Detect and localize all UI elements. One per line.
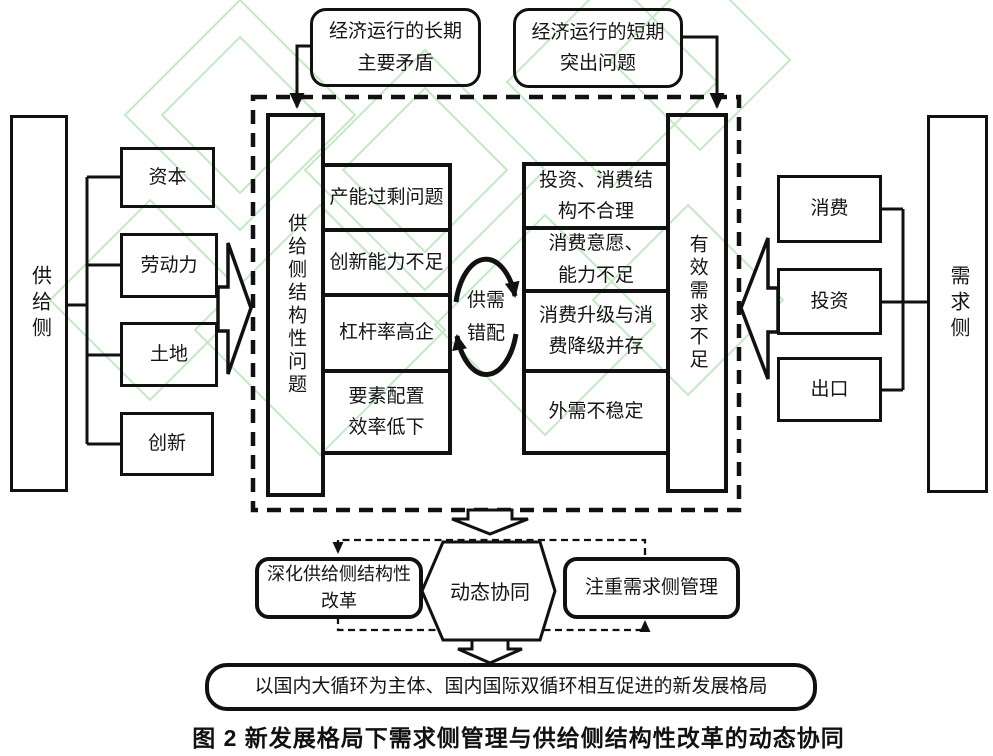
supply-problem-innovation: 创新能力不足 bbox=[321, 228, 452, 297]
supply-problems-column-label: 供给侧结构性问题 bbox=[285, 213, 307, 397]
supply-problems-column: 供给侧结构性问题 bbox=[266, 113, 325, 497]
mismatch-label: 供需 错配 bbox=[466, 290, 505, 345]
factor-box-labor: 劳动力 bbox=[120, 233, 218, 298]
mismatch-cycle-arrows bbox=[452, 256, 520, 377]
short-term-arrow bbox=[682, 35, 725, 109]
new-pattern-banner: 以国内大循环为主体、国内国际双循环相互促进的新发展格局 bbox=[205, 663, 817, 711]
hexagon-shape bbox=[420, 540, 557, 642]
supply-block-arrow bbox=[216, 242, 253, 375]
watermark-pattern bbox=[48, 0, 792, 457]
down-arrow-lower bbox=[457, 638, 523, 665]
component-box-export: 出口 bbox=[777, 357, 882, 422]
long-term-arrow bbox=[289, 44, 311, 109]
demand-problem-willingness: 消费意愿、 能力不足 bbox=[522, 226, 670, 293]
supply-problem-leverage: 杠杆率高企 bbox=[321, 293, 452, 373]
demand-problem-upgrade-downgrade: 消费升级与消 费降级并存 bbox=[522, 289, 670, 373]
demand-side-box: 需求侧 bbox=[927, 115, 988, 493]
figure-caption: 图 2 新发展格局下需求侧管理与供给侧结构性改革的动态协同 bbox=[192, 725, 845, 751]
demand-problem-structure: 投资、消费结 构不合理 bbox=[522, 162, 670, 230]
hexagon-label: 动态协同 bbox=[450, 582, 530, 604]
component-box-investment: 投资 bbox=[777, 268, 882, 335]
dashed-boundary bbox=[250, 94, 742, 513]
demand-problem-external: 外需不稳定 bbox=[522, 369, 670, 455]
down-arrow-upper bbox=[451, 508, 529, 536]
supply-bracket bbox=[68, 175, 120, 446]
demand-block-arrow bbox=[739, 237, 780, 380]
long-term-box: 经济运行的长期 主要矛盾 bbox=[310, 8, 481, 87]
supply-problem-allocation: 要素配置 效率低下 bbox=[321, 369, 452, 455]
demand-shortage-column: 有效需求不足 bbox=[666, 113, 728, 493]
component-box-consumption: 消费 bbox=[777, 175, 882, 243]
demand-shortage-column-label: 有效需求不足 bbox=[686, 234, 708, 372]
demand-side-label: 需求侧 bbox=[947, 265, 969, 343]
loop-top-dashed bbox=[332, 538, 647, 555]
deepen-supply-reform-box: 深化供给侧结构性 改革 bbox=[255, 557, 423, 619]
factor-box-capital: 资本 bbox=[120, 147, 215, 208]
demand-bracket bbox=[882, 207, 927, 392]
factor-box-innovation: 创新 bbox=[120, 412, 214, 476]
demand-management-box: 注重需求侧管理 bbox=[563, 557, 740, 619]
factor-box-land: 土地 bbox=[120, 322, 218, 387]
short-term-box: 经济运行的短期 突出问题 bbox=[513, 8, 683, 88]
supply-problem-overcapacity: 产能过剩问题 bbox=[321, 163, 452, 232]
supply-side-box: 供给侧 bbox=[10, 115, 68, 492]
supply-side-label: 供给侧 bbox=[28, 264, 51, 343]
